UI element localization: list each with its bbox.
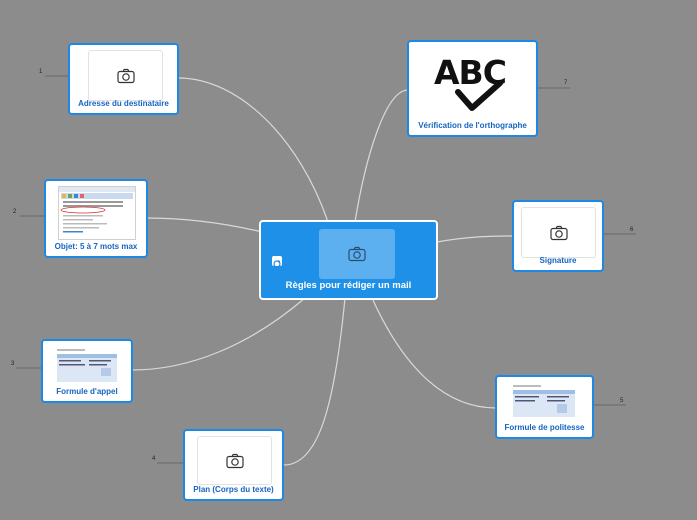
topic-number-1: 1	[39, 69, 43, 75]
link-topic-1	[177, 77, 329, 223]
topic-adresse-destinataire[interactable]: Adresse du destinataire	[68, 43, 179, 115]
topic-label: Formule d'appel	[56, 387, 118, 396]
central-topic[interactable]: Règles pour rédiger un mail	[259, 220, 438, 300]
topic-label: Formule de politesse	[504, 423, 585, 432]
topic-plan-corps[interactable]: Plan (Corps du texte)	[183, 429, 284, 501]
topic-number-2: 2	[13, 209, 17, 215]
topic-formule-politesse[interactable]: Formule de politesse	[495, 375, 594, 439]
spellcheck-image: ABC	[409, 42, 536, 117]
link-topic-7	[354, 89, 409, 223]
topic-signature[interactable]: Signature	[512, 200, 604, 272]
topic-label: Objet: 5 à 7 mots max	[54, 242, 138, 251]
topic-label: Signature	[539, 256, 577, 265]
topic-number-5: 5	[620, 398, 624, 404]
topic-objet[interactable]: Objet: 5 à 7 mots max	[44, 179, 148, 258]
link-topic-6	[436, 235, 514, 243]
central-topic-label: Règles pour rédiger un mail	[285, 280, 412, 291]
camera-icon	[549, 225, 568, 240]
camera-icon	[116, 68, 135, 83]
link-topic-2	[145, 217, 263, 233]
image-placeholder	[88, 50, 163, 101]
email-screenshot-image	[55, 348, 119, 383]
link-topic-5	[371, 297, 497, 409]
image-placeholder	[319, 229, 395, 279]
topic-number-3: 3	[11, 361, 15, 367]
email-screenshot-image	[511, 384, 577, 418]
topic-label: Adresse du destinataire	[78, 99, 169, 108]
link-topic-4	[283, 297, 346, 466]
image-placeholder	[521, 207, 596, 258]
topic-number-7: 7	[564, 80, 568, 86]
camera-icon	[348, 246, 366, 262]
link-topic-3	[131, 297, 306, 371]
image-placeholder	[197, 436, 272, 485]
checkmark-icon	[455, 80, 503, 111]
topic-formule-appel[interactable]: Formule d'appel	[41, 339, 133, 403]
topic-label: Plan (Corps du texte)	[193, 485, 274, 494]
topic-number-4: 4	[152, 456, 156, 462]
topic-label: Vérification de l'orthographe	[418, 121, 527, 130]
topic-verification-orthographe[interactable]: ABC Vérification de l'orthographe	[407, 40, 538, 137]
camera-icon	[225, 453, 244, 468]
refresh-icon[interactable]	[272, 256, 282, 268]
email-screenshot-image	[58, 186, 136, 240]
topic-number-6: 6	[630, 227, 634, 233]
